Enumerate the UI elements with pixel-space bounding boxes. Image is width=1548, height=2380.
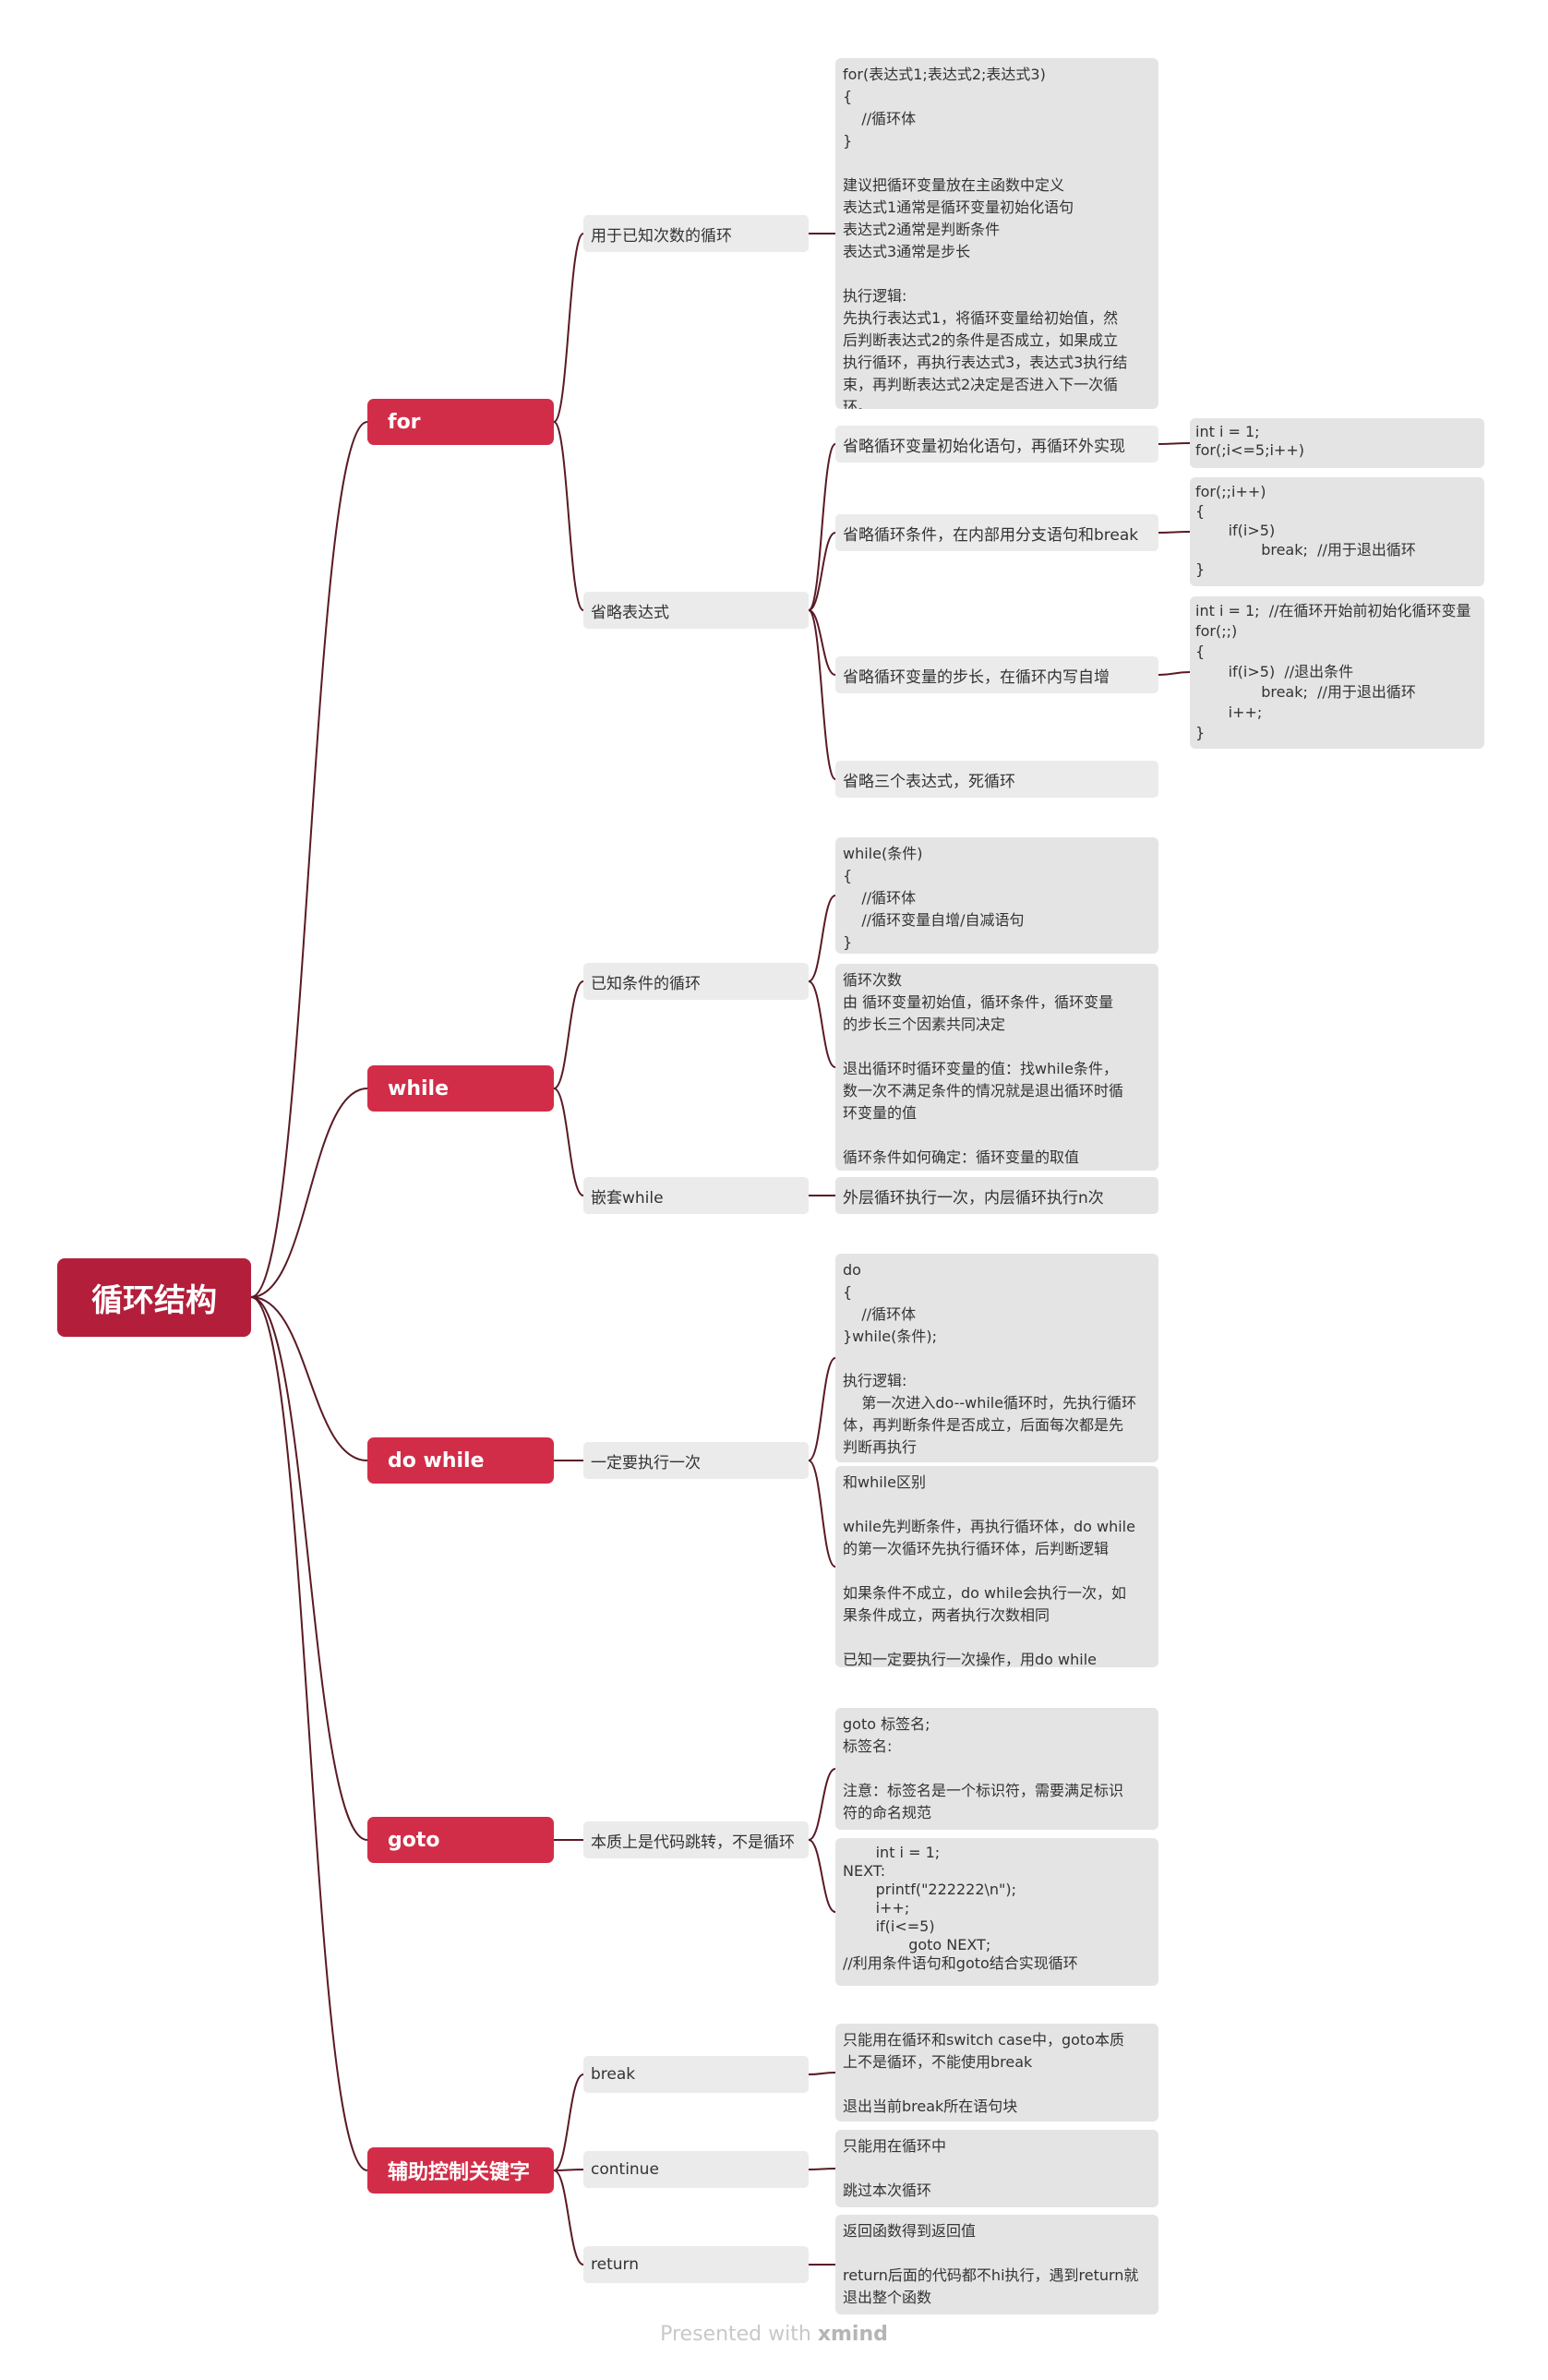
topic-goto-jump[interactable]: 本质上是代码跳转，不是循环 — [583, 1821, 809, 1858]
note-for-syntax: for(表达式1;表达式2;表达式3) { //循环体 } 建议把循环变量放在主… — [835, 58, 1158, 409]
connector — [808, 1460, 836, 1568]
branch-while[interactable]: while — [367, 1065, 554, 1112]
topic-return[interactable]: return — [583, 2246, 809, 2283]
connector — [553, 2170, 584, 2266]
note-while-count: 循环次数 由 循环变量初始值，循环条件，循环变量 的步长三个因素共同决定 退出循… — [835, 964, 1158, 1171]
connector — [1158, 671, 1191, 676]
branch-do-while[interactable]: do while — [367, 1437, 554, 1484]
connector — [250, 1296, 368, 2171]
note-do-while-syntax: do { //循环体 }while(条件); 执行逻辑: 第一次进入do--wh… — [835, 1254, 1158, 1462]
topic-omit-cond[interactable]: 省略循环条件，在内部用分支语句和break — [835, 514, 1158, 551]
topic-omit-init[interactable]: 省略循环变量初始化语句，再循环外实现 — [835, 426, 1158, 463]
topic-do-while-once[interactable]: 一定要执行一次 — [583, 1442, 809, 1479]
connector — [808, 2168, 836, 2170]
connector — [1158, 442, 1191, 445]
footer-prefix: Presented with — [660, 2323, 818, 2346]
connector — [250, 1088, 368, 1298]
connector — [808, 1768, 836, 1841]
connector — [808, 2072, 836, 2075]
note-do-while-diff: 和while区别 while先判断条件，再执行循环体，do while 的第一次… — [835, 1466, 1158, 1667]
connector — [808, 609, 836, 780]
note-while-nested: 外层循环执行一次，内层循环执行n次 — [835, 1177, 1158, 1214]
branch-aux-keywords[interactable]: 辅助控制关键字 — [367, 2147, 554, 2194]
branch-for[interactable]: for — [367, 399, 554, 445]
connector — [250, 1296, 368, 1841]
topic-omit-step[interactable]: 省略循环变量的步长，在循环内写自增 — [835, 656, 1158, 693]
footer-attribution: Presented with xmind — [0, 2323, 1548, 2346]
note-goto-example: int i = 1; NEXT: printf("222222\n"); i++… — [835, 1838, 1158, 1986]
connector — [553, 2073, 584, 2171]
note-continue: 只能用在循环中 跳过本次循环 — [835, 2130, 1158, 2207]
connector — [808, 895, 836, 982]
topic-while-known[interactable]: 已知条件的循环 — [583, 963, 809, 1000]
note-return: 返回函数得到返回值 return后面的代码都不hi执行，遇到return就 退出… — [835, 2215, 1158, 2314]
connector — [250, 1296, 368, 1461]
connector — [553, 233, 584, 423]
connector — [553, 421, 584, 611]
note-omit-step: int i = 1; //在循环开始前初始化循环变量 for(;;) { if(… — [1190, 596, 1484, 749]
branch-goto[interactable]: goto — [367, 1817, 554, 1863]
topic-continue[interactable]: continue — [583, 2151, 809, 2188]
connector — [808, 980, 836, 1068]
connector — [808, 532, 836, 611]
connector — [553, 980, 584, 1089]
note-omit-cond: for(;;i++) { if(i>5) break; //用于退出循环 } — [1190, 477, 1484, 586]
connector — [553, 1088, 584, 1196]
connector — [1158, 531, 1191, 534]
xmind-logo: xmind — [817, 2323, 888, 2346]
topic-while-nested[interactable]: 嵌套while — [583, 1177, 809, 1214]
root-node[interactable]: 循环结构 — [57, 1258, 251, 1337]
topic-omit-all[interactable]: 省略三个表达式，死循环 — [835, 761, 1158, 798]
note-goto-syntax: goto 标签名; 标签名: 注意：标签名是一个标识符，需要满足标识 符的命名规… — [835, 1708, 1158, 1830]
topic-for-known-count[interactable]: 用于已知次数的循环 — [583, 215, 809, 252]
connector — [808, 443, 836, 611]
note-omit-init: int i = 1; for(;i<=5;i++) — [1190, 418, 1484, 468]
note-break: 只能用在循环和switch case中，goto本质 上不是循环，不能使用bre… — [835, 2024, 1158, 2122]
connector — [250, 421, 368, 1298]
note-while-syntax: while(条件) { //循环体 //循环变量自增/自减语句 } — [835, 837, 1158, 954]
connector — [808, 609, 836, 676]
connector — [808, 1839, 836, 1913]
connector — [808, 1357, 836, 1461]
topic-break[interactable]: break — [583, 2056, 809, 2093]
topic-for-omit[interactable]: 省略表达式 — [583, 592, 809, 629]
